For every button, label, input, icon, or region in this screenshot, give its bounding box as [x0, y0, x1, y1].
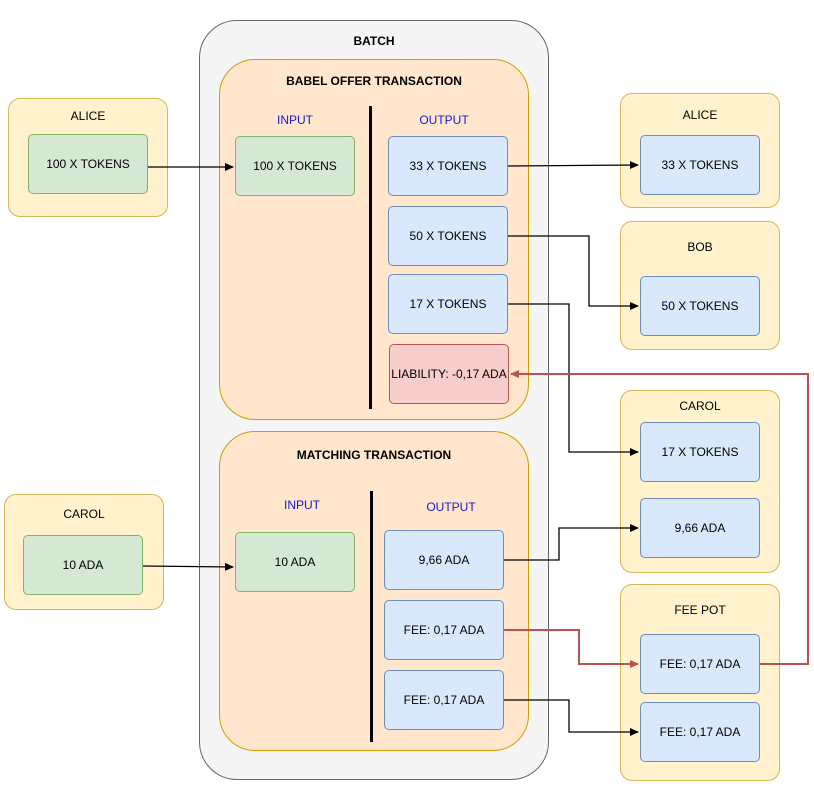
matching-output-966-ada: 9,66 ADA — [384, 530, 504, 590]
party-carol-input-ada: 10 ADA — [23, 535, 143, 595]
babel-offer-title: BABEL OFFER TRANSACTION — [286, 74, 462, 88]
matching-output-fee-2: FEE: 0,17 ADA — [384, 670, 504, 730]
party-fee-pot-name: FEE POT — [674, 603, 726, 617]
matching-title: MATCHING TRANSACTION — [296, 448, 452, 462]
party-alice-input-tokens: 100 X TOKENS — [28, 134, 148, 194]
party-alice-output-tokens: 33 X TOKENS — [640, 135, 760, 195]
party-bob-output-name: BOB — [687, 240, 713, 254]
matching-input-header: INPUT — [284, 498, 320, 512]
babel-offer-divider — [369, 106, 372, 409]
matching-divider — [370, 491, 373, 742]
matching-output-header: OUTPUT — [426, 500, 476, 514]
babel-offer-output-17-tokens: 17 X TOKENS — [388, 274, 508, 334]
babel-offer-output-33-tokens: 33 X TOKENS — [388, 136, 508, 196]
party-alice-output-name: ALICE — [682, 108, 718, 122]
babel-offer-output-header: OUTPUT — [419, 113, 469, 127]
party-carol-input-name: CAROL — [63, 507, 105, 521]
party-carol-output-ada: 9,66 ADA — [640, 498, 760, 558]
babel-offer-input-header: INPUT — [277, 113, 313, 127]
party-alice-input-name: ALICE — [70, 109, 106, 123]
party-bob-output-tokens: 50 X TOKENS — [640, 276, 760, 336]
matching-input-ada: 10 ADA — [235, 532, 355, 592]
babel-offer-liability: LIABILITY: -0,17 ADA — [389, 344, 509, 404]
party-fee-pot-fee-2: FEE: 0,17 ADA — [640, 702, 760, 762]
party-carol-output-name: CAROL — [679, 399, 721, 413]
babel-offer-output-50-tokens: 50 X TOKENS — [388, 206, 508, 266]
matching-output-fee-1: FEE: 0,17 ADA — [384, 600, 504, 660]
party-carol-output-tokens: 17 X TOKENS — [640, 422, 760, 482]
babel-offer-input-tokens: 100 X TOKENS — [235, 136, 355, 196]
batch-title: BATCH — [353, 34, 395, 48]
party-fee-pot-fee-1: FEE: 0,17 ADA — [640, 634, 760, 694]
